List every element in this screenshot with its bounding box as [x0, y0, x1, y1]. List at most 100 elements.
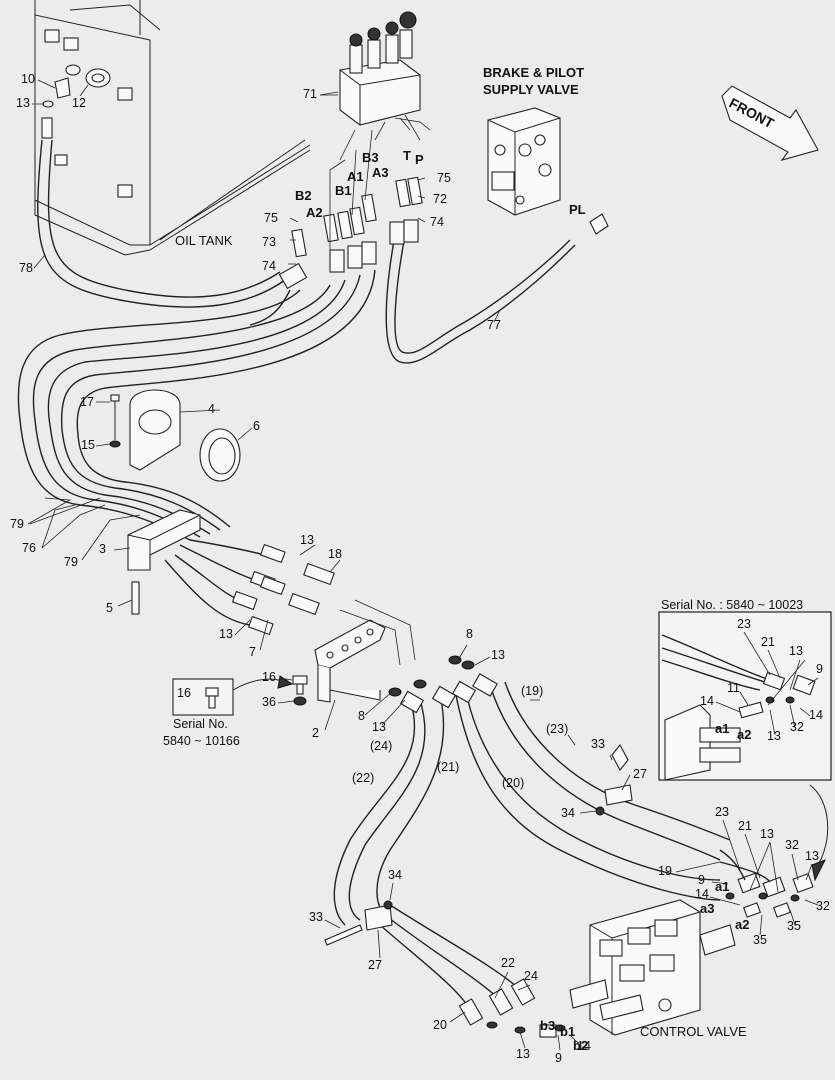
part-number: 32	[790, 720, 804, 734]
part-number: 33	[309, 910, 323, 924]
cv-right-fittings	[719, 849, 814, 918]
port-label-a1: A1	[347, 169, 364, 184]
clamp-27-upper	[595, 744, 633, 816]
part-number: 16	[177, 686, 191, 700]
part-number: 13	[219, 627, 233, 641]
cv-port-a2: a2	[735, 917, 749, 932]
pilot-leaders	[288, 94, 431, 265]
pilot-control-valve-71	[339, 11, 421, 126]
part-number: 2	[312, 726, 319, 740]
main-hoses	[333, 681, 731, 1011]
plate-fittings	[231, 543, 335, 636]
mounting-plate-2	[314, 599, 416, 703]
part-number: 77	[487, 318, 501, 332]
part-number: 13	[16, 96, 30, 110]
part-number: 36	[262, 695, 276, 709]
part-number: 32	[785, 838, 799, 852]
part-number: 35	[753, 933, 767, 947]
pilot-hoses	[17, 234, 576, 541]
port-label-a3: A3	[372, 165, 389, 180]
port-label-b2: B2	[295, 188, 312, 203]
part-number: 73	[262, 235, 276, 249]
part-number: 23	[737, 617, 751, 631]
part-number: 14	[695, 887, 709, 901]
part-number: (24)	[370, 739, 392, 753]
cv-port-a1: a1	[715, 879, 729, 894]
part-number: 15	[81, 438, 95, 452]
oil-tank-caption: OIL TANK	[175, 233, 233, 248]
part-number: (22)	[352, 771, 374, 785]
hose-78-outline	[47, 139, 281, 298]
part-number: 74	[430, 215, 444, 229]
part-number: 21	[738, 819, 752, 833]
part-number: 9	[698, 873, 705, 887]
brake-valve-caption-1: BRAKE & PILOT	[483, 65, 584, 80]
brake-pilot-supply-valve: BRAKE & PILOT SUPPLY VALVE	[483, 65, 609, 235]
cv-port-b3: b3	[540, 1018, 555, 1033]
part-number: 8	[358, 709, 365, 723]
port-label-a2: A2	[306, 205, 323, 220]
plate-elbows	[388, 655, 498, 714]
part-number: (19)	[521, 684, 543, 698]
part-number: 24	[524, 969, 538, 983]
part-number: 79	[10, 517, 24, 531]
hose-77	[385, 234, 576, 364]
part-number: 3	[99, 542, 106, 556]
part-number: 10	[21, 72, 35, 86]
clamp-bracket-4	[129, 389, 181, 471]
part-number: 13	[491, 648, 505, 662]
serial-small-inset: Serial No. 5840 ~ 10166	[163, 675, 294, 748]
inset-port-a2: a2	[737, 727, 751, 742]
front-arrow: FRONT	[721, 85, 819, 161]
hoses-to-plate	[164, 539, 266, 626]
part-number: 20	[433, 1018, 447, 1032]
part-number: 27	[368, 958, 382, 972]
clamp-27-lower	[324, 900, 393, 946]
part-number: 9	[555, 1051, 562, 1065]
port-label-t: T	[403, 148, 411, 163]
grommet-6	[199, 428, 241, 482]
lower-fittings	[458, 978, 566, 1038]
part-number: 78	[19, 261, 33, 275]
part-number: 21	[761, 635, 775, 649]
serial-inset-caption: Serial No. : 5840 ~ 10023	[661, 598, 803, 612]
serial-small-caption-2: 5840 ~ 10166	[163, 734, 240, 748]
part-number: 72	[433, 192, 447, 206]
part-number: (20)	[502, 776, 524, 790]
part-number: 22	[501, 956, 515, 970]
part-number: 76	[22, 541, 36, 555]
part-number: 75	[437, 171, 451, 185]
hose-78	[37, 139, 286, 308]
clamp-block-3	[127, 509, 201, 615]
cv-port-a3: a3	[700, 901, 714, 916]
bolt-16-washer-36	[292, 675, 308, 706]
part-number: 6	[253, 419, 260, 433]
port-label-p: P	[415, 152, 424, 167]
part-number: 18	[328, 547, 342, 561]
serial-inset: Serial No. : 5840 ~ 10023	[658, 598, 832, 781]
part-number: (21)	[437, 760, 459, 774]
oil-tank: OIL TANK	[34, 0, 311, 256]
control-valve: CONTROL VALVE	[569, 899, 747, 1039]
tank-elbow-fitting	[41, 77, 71, 139]
port-label-b3: B3	[362, 150, 379, 165]
part-number: 4	[208, 402, 215, 416]
part-number: 5	[106, 601, 113, 615]
part-number: 14	[700, 694, 714, 708]
port-label-pl: PL	[569, 202, 586, 217]
part-number: (23)	[546, 722, 568, 736]
part-number: 13	[805, 849, 819, 863]
bolt-17-washer-15	[109, 394, 121, 448]
serial-small-caption-1: Serial No.	[173, 717, 228, 731]
port-label-b1: B1	[335, 183, 352, 198]
part-number: 17	[80, 395, 94, 409]
part-number: 13	[789, 644, 803, 658]
label-leaders	[27, 79, 819, 1051]
pilot-fittings	[278, 176, 423, 290]
part-number: 35	[787, 919, 801, 933]
inset-arrow-head	[811, 859, 827, 882]
part-number: 71	[303, 87, 317, 101]
part-number: 27	[633, 767, 647, 781]
part-number: 34	[561, 806, 575, 820]
